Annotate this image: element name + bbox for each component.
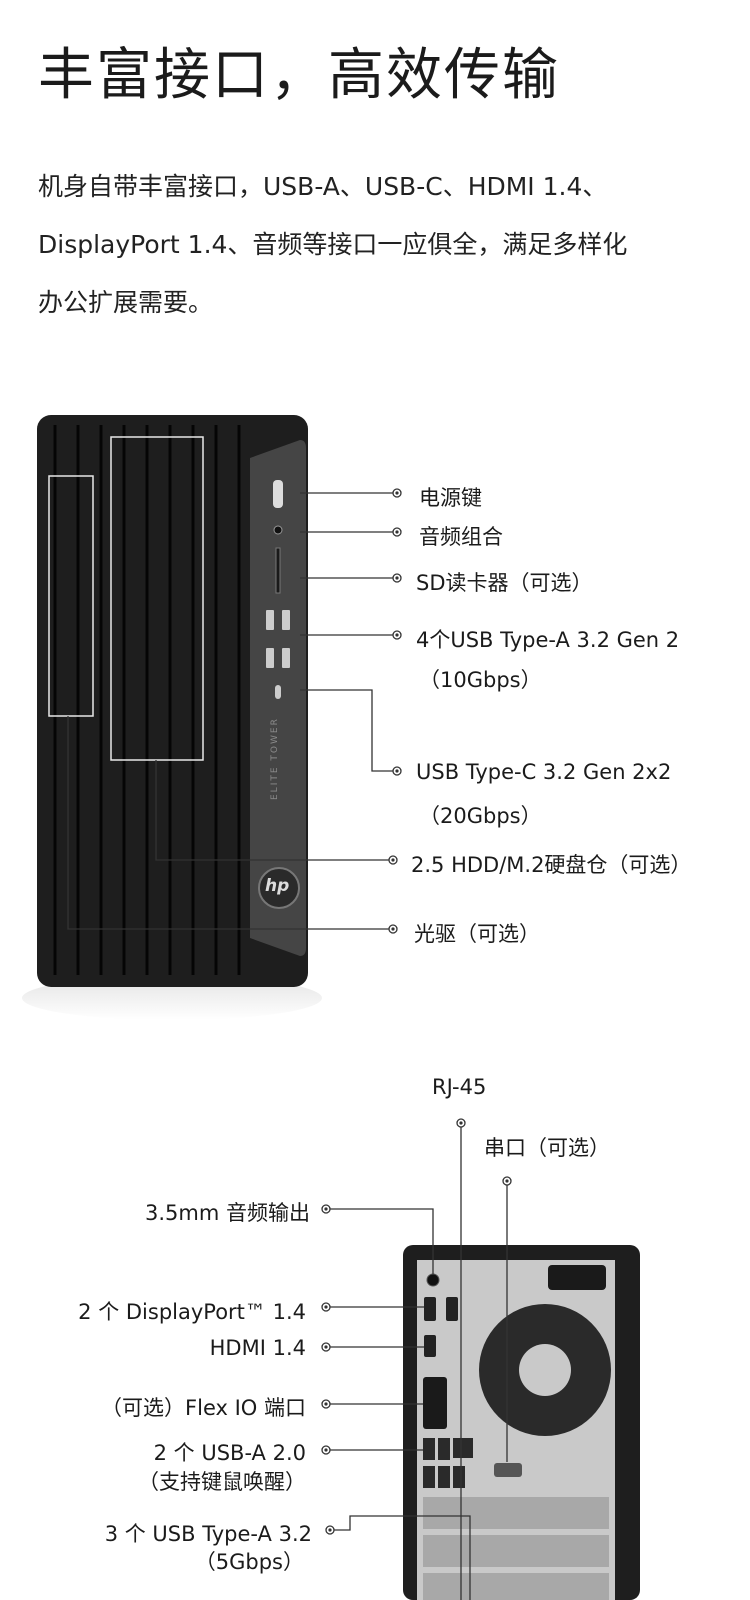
label-sd-reader: SD读卡器（可选） [416, 571, 593, 595]
label-usb32-speed: （5Gbps） [194, 1550, 304, 1574]
drive-bay-outline [110, 436, 204, 761]
label-rj45: RJ-45 [432, 1075, 487, 1099]
rear-displayport-ports [424, 1297, 458, 1321]
label-flexio: （可选）Flex IO 端口 [101, 1396, 306, 1420]
label-power-button: 电源键 [419, 486, 482, 510]
rear-hdmi-port [424, 1335, 436, 1357]
rear-rj45-port [453, 1438, 473, 1458]
label-audio-combo: 音频组合 [419, 525, 503, 549]
optical-drive-outline [48, 475, 94, 717]
rear-fan-hub [519, 1344, 571, 1396]
description: 机身自带丰富接口，USB-A、USB-C、HDMI 1.4、 DisplayPo… [38, 158, 718, 332]
tower-model-text: ELITE TOWER [270, 717, 280, 800]
label-displayport: 2 个 DisplayPort™ 1.4 [78, 1300, 306, 1324]
audio-jack [273, 525, 283, 535]
front-callout-dot-centers [391, 491, 399, 931]
label-usb-c-front-speed: （20Gbps） [419, 804, 542, 828]
rear-handle [548, 1265, 606, 1290]
rear-callout-lines [326, 1123, 508, 1600]
label-audio-out: 3.5mm 音频输出 [145, 1201, 310, 1225]
rear-usb32-ports [423, 1466, 465, 1488]
label-serial-port: 串口（可选） [484, 1136, 610, 1160]
label-usb32: 3 个 USB Type-A 3.2 [104, 1522, 312, 1546]
tower-front-ribs [53, 425, 241, 975]
sd-slot [275, 547, 281, 594]
page-title: 丰富接口，高效传输 [38, 43, 560, 108]
rear-flexio-port [423, 1377, 447, 1429]
front-callout-dots [388, 488, 402, 934]
hp-logo-text: hp [265, 876, 290, 896]
label-usb-a-front: 4个USB Type-A 3.2 Gen 2 [416, 628, 680, 652]
rear-serial-port [494, 1463, 522, 1477]
description-line: 办公扩展需要。 [38, 288, 214, 317]
power-button [273, 480, 283, 508]
label-drive-bay: 2.5 HDD/M.2硬盘仓（可选） [411, 853, 692, 877]
rear-usb20-ports [423, 1438, 450, 1460]
rear-audio-jack [426, 1273, 440, 1287]
label-usb20: 2 个 USB-A 2.0 [153, 1441, 306, 1465]
front-usb-a-ports [266, 610, 290, 668]
label-usb20-wake: （支持键鼠唤醒） [138, 1470, 306, 1494]
front-callout-lines [67, 492, 397, 930]
label-usb-a-front-speed: （10Gbps） [419, 668, 542, 692]
label-usb-c-front: USB Type-C 3.2 Gen 2x2 [416, 760, 672, 784]
description-line: 机身自带丰富接口，USB-A、USB-C、HDMI 1.4、 [38, 172, 608, 201]
rear-expansion-slots [423, 1497, 609, 1600]
description-line: DisplayPort 1.4、音频等接口一应俱全，满足多样化 [38, 230, 628, 259]
rear-callout-dot-centers [324, 1121, 509, 1532]
label-optical-drive: 光驱（可选） [414, 922, 540, 946]
front-usb-c-port [275, 685, 281, 699]
label-hdmi: HDMI 1.4 [209, 1336, 306, 1360]
hp-logo [258, 867, 300, 909]
